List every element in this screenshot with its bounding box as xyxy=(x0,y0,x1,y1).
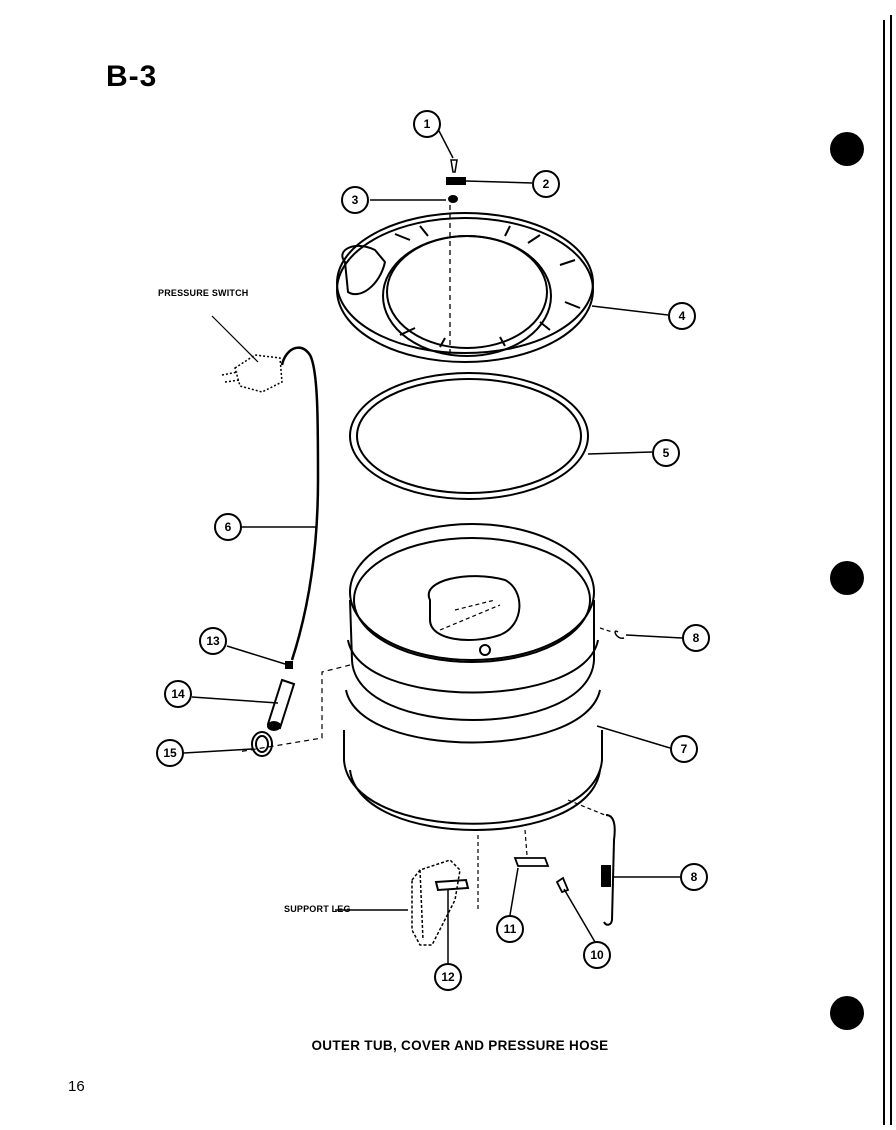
air-dome-part-14 xyxy=(266,678,296,731)
tub-cover-part-1 xyxy=(336,212,594,363)
callout-3: 1 xyxy=(413,110,441,138)
binder-hole-bottom xyxy=(830,996,864,1030)
callout-12: 12 xyxy=(434,963,462,991)
screw-part-3 xyxy=(450,159,458,173)
svg-text:4: 4 xyxy=(679,309,686,323)
clip-part-8-upper xyxy=(614,630,625,639)
svg-text:7: 7 xyxy=(681,742,688,756)
svg-text:11: 11 xyxy=(504,922,517,936)
svg-text:3: 3 xyxy=(352,193,359,207)
svg-text:10: 10 xyxy=(590,948,604,962)
hose-clamp-part-13 xyxy=(285,661,293,669)
svg-text:13: 13 xyxy=(206,634,220,648)
leader-pressure-switch xyxy=(211,315,259,363)
section-id: B-3 xyxy=(106,60,158,93)
spring-rod-part-9 xyxy=(601,814,616,926)
assembly-line xyxy=(599,627,613,633)
page-number: 16 xyxy=(68,1078,85,1095)
svg-text:2: 2 xyxy=(543,177,550,191)
callout-8-lower: 8 xyxy=(680,863,708,891)
assembly-line xyxy=(524,829,528,856)
svg-text:12: 12 xyxy=(441,970,455,984)
callout-8-upper: 8 xyxy=(682,624,710,652)
assembly-line xyxy=(237,664,351,753)
callout-13: 13 xyxy=(199,627,227,655)
pressure-hose-part-5 xyxy=(280,346,320,661)
support-leg xyxy=(411,859,461,946)
screw-part-10 xyxy=(555,876,570,894)
svg-text:5: 5 xyxy=(663,446,670,460)
clamp-part-12 xyxy=(434,878,470,892)
bracket-part-11 xyxy=(513,857,550,867)
svg-text:6: 6 xyxy=(225,520,232,534)
callout-14: 14 xyxy=(164,680,192,708)
svg-text:1: 1 xyxy=(424,117,431,131)
binder-hole-middle xyxy=(830,561,864,595)
callout-5: 6 xyxy=(214,513,242,541)
callout-1: 4 xyxy=(668,302,696,330)
callout-11: 11 xyxy=(496,915,524,943)
callout-10: 10 xyxy=(583,941,611,969)
callout-4: 3 xyxy=(341,186,369,214)
support-leg-label: SUPPORT LEG xyxy=(284,904,351,914)
binder-hole-top xyxy=(830,132,864,166)
outer-tub-part-7 xyxy=(343,523,603,831)
callout-15: 15 xyxy=(156,739,184,767)
pressure-switch xyxy=(221,354,283,393)
tub-gasket-part-6 xyxy=(349,372,589,500)
pressure-switch-label: PRESSURE SWITCH xyxy=(158,288,249,298)
svg-text:8: 8 xyxy=(693,631,700,645)
leader-lines xyxy=(183,126,683,963)
svg-text:8: 8 xyxy=(691,870,698,884)
diagram-caption: OUTER TUB, COVER AND PRESSURE HOSE xyxy=(311,1038,609,1053)
grommet-part-15 xyxy=(251,731,273,757)
callout-7: 7 xyxy=(670,735,698,763)
callout-2: 2 xyxy=(532,170,560,198)
svg-text:15: 15 xyxy=(163,746,177,760)
nut-part-4 xyxy=(448,195,458,203)
svg-text:14: 14 xyxy=(171,687,185,701)
callout-6: 5 xyxy=(652,439,680,467)
clip-part-2 xyxy=(446,177,466,185)
